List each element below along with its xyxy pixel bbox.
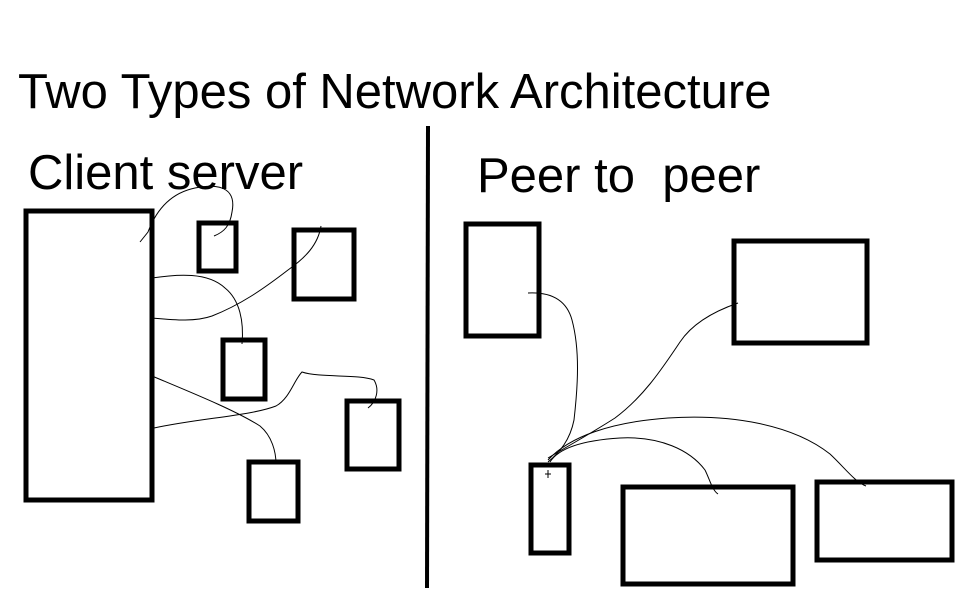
peer-box-3 bbox=[528, 462, 572, 556]
client-box-1 bbox=[196, 220, 239, 274]
peer-box-1 bbox=[463, 221, 542, 339]
link-server-client-5 bbox=[151, 375, 277, 465]
diagram-title: Two Types of Network Architecture bbox=[18, 65, 772, 119]
peer-box-4 bbox=[620, 484, 796, 587]
client-box-3 bbox=[220, 337, 268, 402]
server-box bbox=[23, 208, 155, 503]
link-server-client-1 bbox=[139, 185, 234, 243]
link-server-client-4 bbox=[153, 371, 378, 429]
section-label-client-server: Client server bbox=[28, 146, 304, 200]
link-peer-1 bbox=[527, 292, 578, 463]
client-box-5 bbox=[246, 459, 301, 524]
peer-box-2 bbox=[731, 238, 870, 346]
client-box-2 bbox=[291, 227, 357, 302]
client-box-4 bbox=[344, 398, 402, 472]
link-server-client-3 bbox=[151, 274, 243, 345]
link-server-client-2 bbox=[151, 225, 322, 321]
link-peer-4 bbox=[547, 416, 867, 487]
peer-box-5 bbox=[814, 479, 955, 563]
section-label-peer-to-peer: Peer to peer bbox=[477, 149, 761, 203]
link-peer-2 bbox=[547, 302, 739, 459]
section-divider bbox=[425, 125, 430, 589]
hub-mark bbox=[545, 470, 551, 478]
link-peer-3 bbox=[549, 437, 719, 495]
